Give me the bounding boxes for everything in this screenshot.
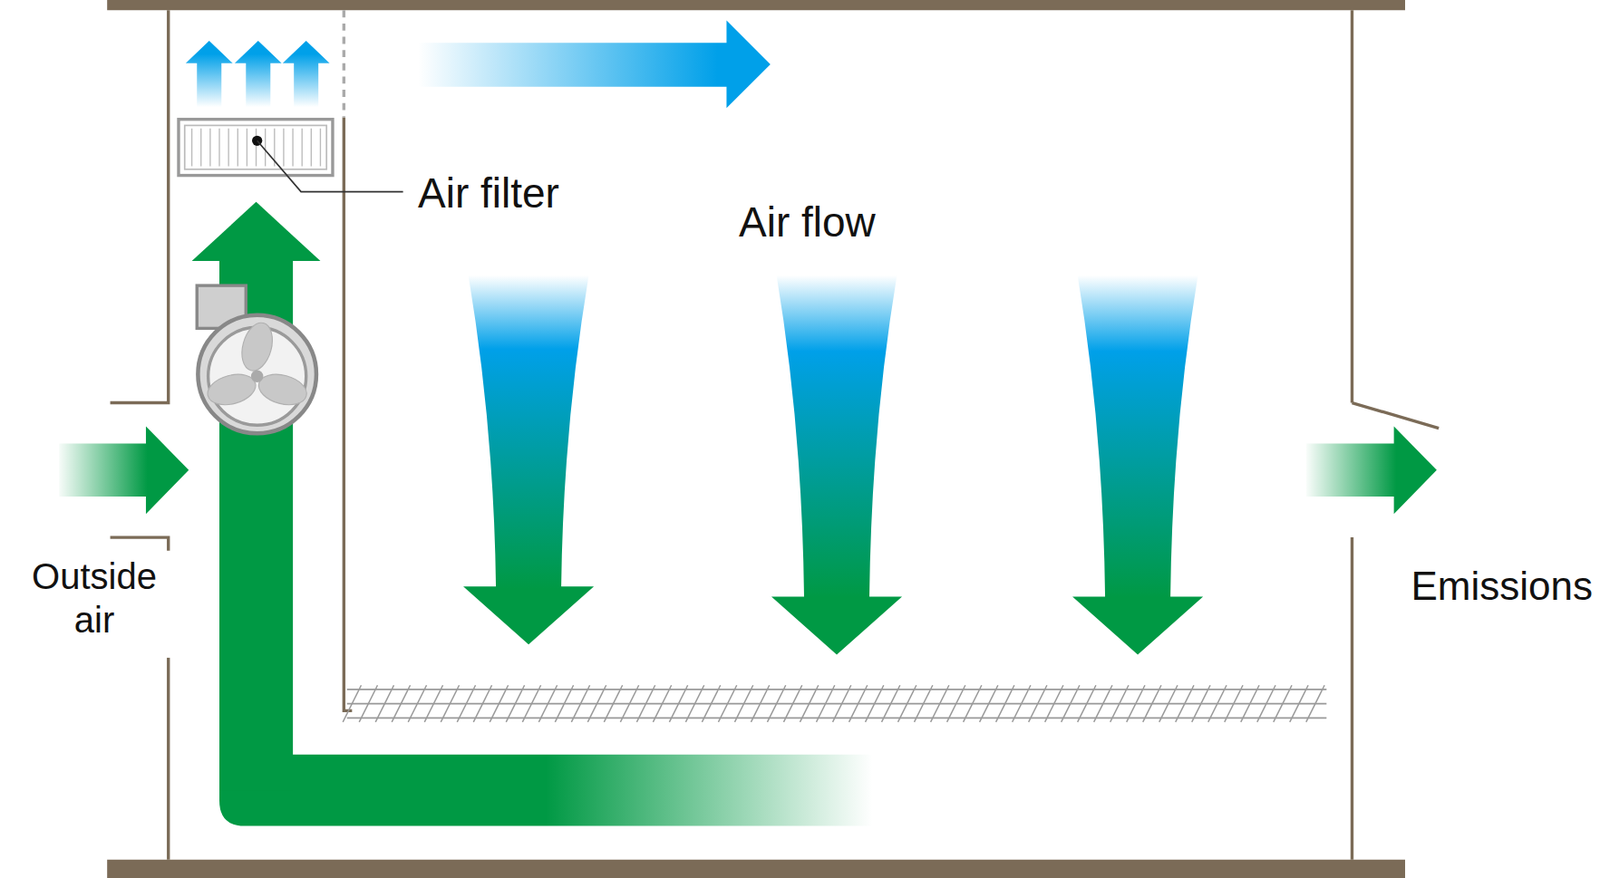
- part-label: Air filter: [417, 168, 560, 219]
- inlet-label: Outside air: [17, 554, 172, 642]
- flow-label: Air flow: [738, 197, 876, 248]
- outlet-label: Emissions: [1411, 562, 1594, 611]
